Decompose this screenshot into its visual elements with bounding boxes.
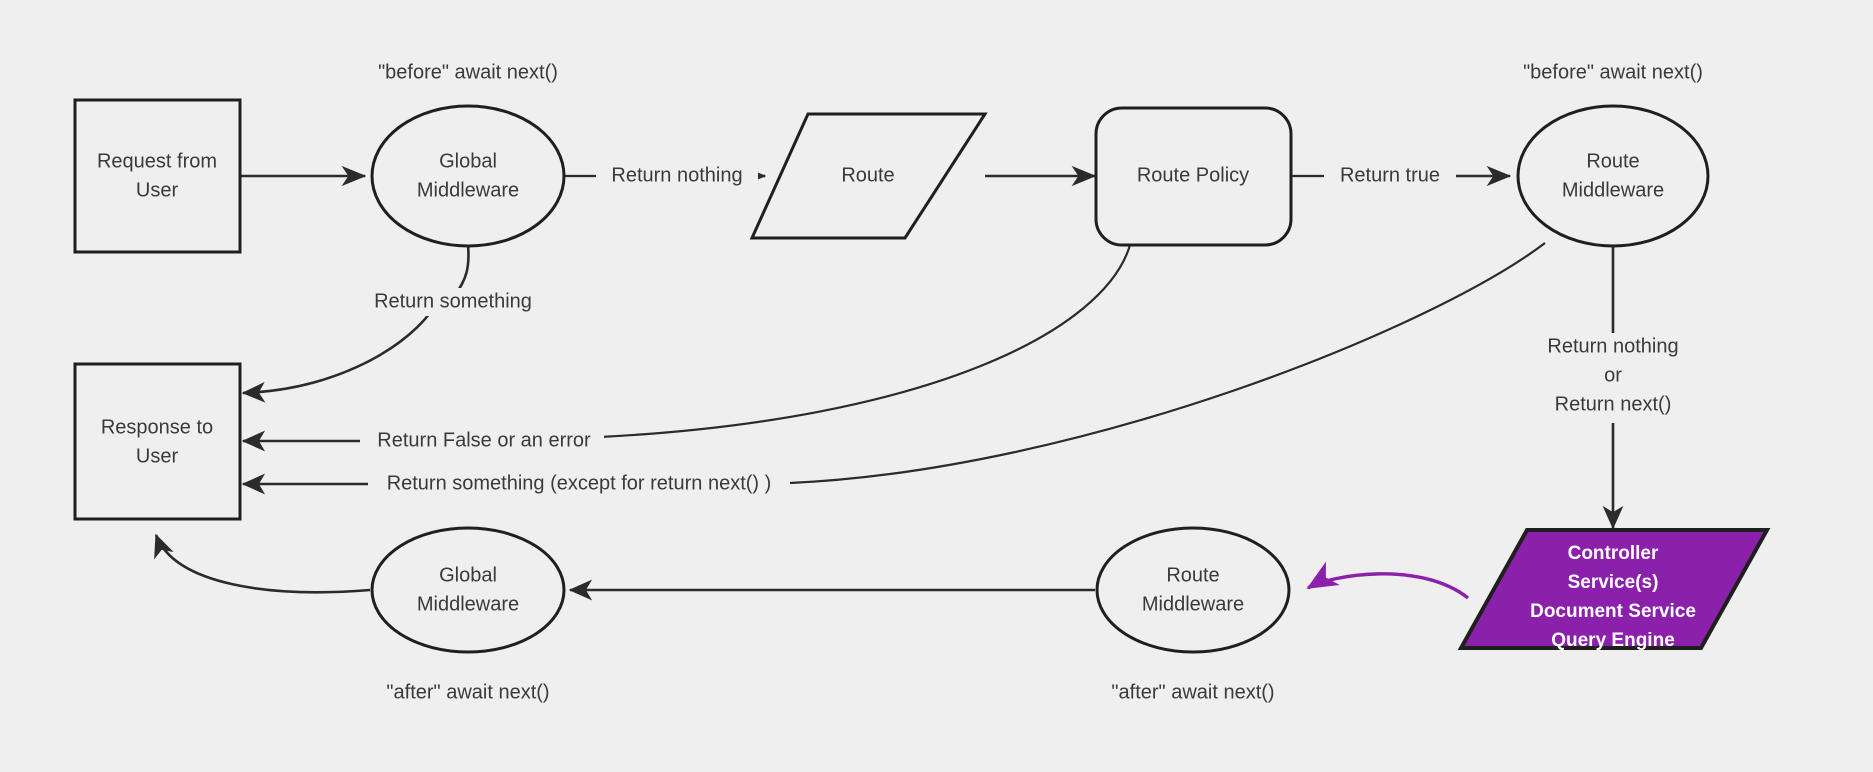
- edge-label-return-false-or-error-text: Return False or an error: [377, 429, 591, 451]
- annotation-before-global-middleware: "before" await next(): [378, 61, 558, 83]
- annotation-after-global-middleware: "after" await next(): [386, 681, 549, 703]
- annotation-after-route-middleware: "after" await next(): [1111, 681, 1274, 703]
- edge-label-return-nothing-or-next-line1: Return nothing: [1547, 335, 1678, 357]
- node-controller-services-line4: Query Engine: [1551, 630, 1675, 651]
- node-global-middleware-top-line2: Middleware: [417, 179, 519, 201]
- edge-label-return-nothing-or-next-line2: or: [1604, 364, 1622, 386]
- edge-policy-return-false-curve: [599, 244, 1132, 439]
- edge-controller-to-route-middleware-bottom: [1306, 561, 1470, 600]
- edge-label-return-nothing-text: Return nothing: [611, 164, 742, 186]
- node-route-label: Route: [841, 164, 894, 186]
- edge-label-return-nothing-or-next: Return nothing or Return next(): [1530, 333, 1698, 423]
- edge-label-return-something-text: Return something: [374, 290, 532, 312]
- node-global-middleware-bottom[interactable]: Global Middleware: [370, 526, 566, 654]
- node-response-to-user-line1: Response to: [101, 416, 213, 438]
- edge-global-return-something-upper: [453, 244, 470, 296]
- node-global-middleware-bottom-line1: Global: [439, 564, 497, 586]
- edge-rmw-return-something-curve: [789, 242, 1546, 485]
- edge-label-return-nothing: Return nothing: [596, 162, 758, 190]
- node-global-middleware-top[interactable]: Global Middleware: [370, 104, 566, 248]
- edge-label-return-true: Return true: [1324, 162, 1456, 190]
- edge-global-mw-bottom-to-response: [154, 533, 371, 594]
- node-route-middleware-bottom-line1: Route: [1166, 564, 1219, 586]
- node-route-middleware-bottom[interactable]: Route Middleware: [1095, 526, 1291, 654]
- annotation-before-route-middleware: "before" await next(): [1523, 61, 1703, 83]
- node-route[interactable]: Route: [749, 112, 988, 240]
- node-controller-services[interactable]: Controller Service(s) Document Service Q…: [1457, 528, 1771, 651]
- node-route-policy-label: Route Policy: [1137, 164, 1249, 186]
- node-response-to-user[interactable]: Response to User: [73, 362, 242, 521]
- node-route-middleware-top-line2: Middleware: [1562, 179, 1664, 201]
- edge-global-return-something-lower: [241, 312, 432, 403]
- node-global-middleware-bottom-line2: Middleware: [417, 593, 519, 615]
- edge-label-return-nothing-or-next-line3: Return next(): [1555, 393, 1672, 415]
- node-controller-services-line1: Controller: [1568, 543, 1659, 564]
- node-controller-services-line3: Document Service: [1530, 601, 1696, 622]
- node-request-from-user-line1: Request from: [97, 150, 217, 172]
- edge-label-return-true-text: Return true: [1340, 164, 1440, 186]
- edge-label-return-something-except: Return something (except for return next…: [368, 470, 790, 498]
- node-request-from-user[interactable]: Request from User: [73, 98, 242, 254]
- edge-label-return-something-except-text: Return something (except for return next…: [387, 472, 772, 494]
- node-response-to-user-line2: User: [136, 445, 179, 467]
- node-request-from-user-line2: User: [136, 179, 179, 201]
- node-route-middleware-bottom-line2: Middleware: [1142, 593, 1244, 615]
- node-controller-services-line2: Service(s): [1568, 572, 1659, 593]
- edge-label-return-false-or-error: Return False or an error: [364, 427, 604, 455]
- node-global-middleware-top-line1: Global: [439, 150, 497, 172]
- node-route-policy[interactable]: Route Policy: [1094, 106, 1293, 247]
- node-route-middleware-top-line1: Route: [1586, 150, 1639, 172]
- edge-label-return-something: Return something: [365, 288, 541, 316]
- node-route-middleware-top[interactable]: Route Middleware: [1516, 104, 1710, 248]
